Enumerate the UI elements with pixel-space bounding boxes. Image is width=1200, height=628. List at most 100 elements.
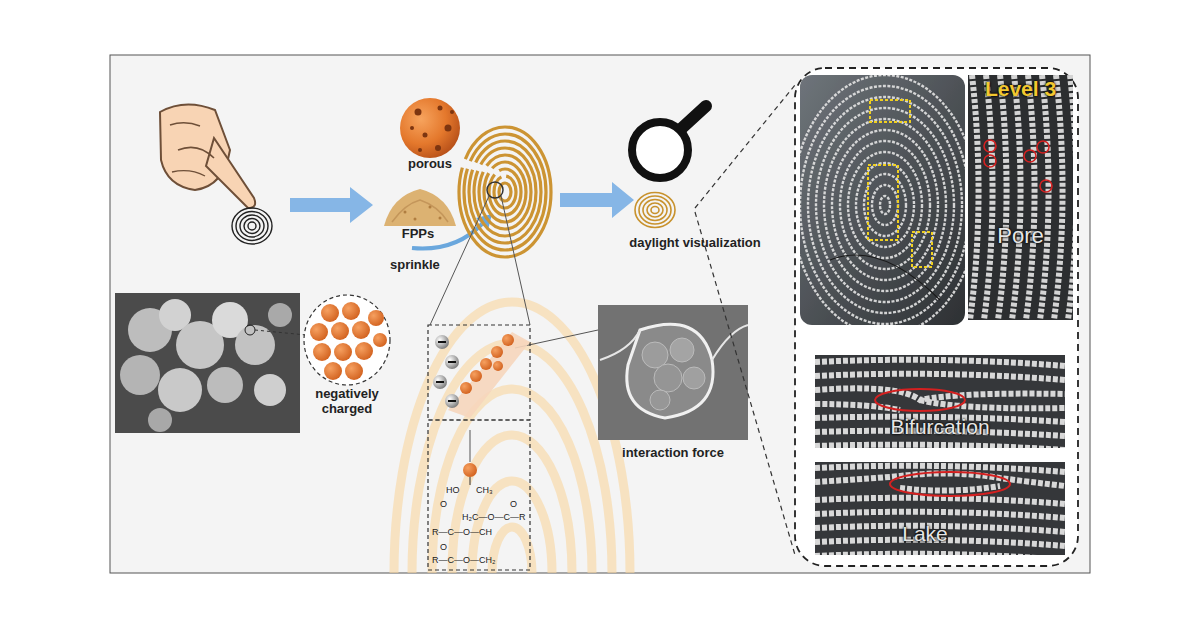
pore-photo — [1037, 141, 1049, 153]
pore-photo — [968, 75, 1073, 320]
fingerprint-photo — [792, 75, 978, 335]
particle-cluster — [310, 323, 328, 341]
sem-closeup — [683, 367, 705, 389]
developed-fingerprint — [459, 127, 551, 257]
pore-photo — [1040, 180, 1052, 192]
node-label: interaction force — [598, 446, 748, 461]
node-label: Bifurcation — [835, 415, 1045, 439]
powder-pile — [384, 189, 456, 226]
small-fingerprint — [244, 219, 260, 234]
skin-interface — [445, 355, 459, 369]
powder-node: FPPs — [380, 185, 456, 245]
porous-particle — [423, 133, 428, 138]
formula-text: H₂C—O—C—R — [462, 513, 526, 522]
skin-interface — [433, 375, 447, 389]
photo-panel: Level 3Pore — [968, 75, 1073, 320]
sem-closeup — [598, 305, 748, 440]
skin-interface — [436, 381, 444, 383]
background-arches — [492, 527, 532, 573]
sem-image — [148, 408, 172, 432]
formula-text: O — [440, 543, 447, 552]
bifurcation-photo — [875, 389, 965, 411]
particle-cluster — [373, 333, 387, 347]
photo-panel: Lake — [815, 462, 1065, 555]
particle-cluster — [334, 343, 352, 361]
bifurcation-photo — [815, 360, 1065, 366]
node-sublabel: Pore — [968, 223, 1073, 248]
fingerprint-photo — [808, 97, 962, 313]
background-arches — [394, 302, 630, 573]
small-fingerprint — [240, 215, 264, 237]
bifurcation-photo — [815, 374, 1065, 380]
lake-photo — [815, 473, 1065, 486]
formula-text: O — [440, 500, 447, 509]
skin-interface — [502, 334, 514, 346]
powder-pile — [404, 211, 407, 214]
pore-photo — [1054, 75, 1063, 320]
node-label: negatively charged — [298, 387, 396, 417]
visualized-fingerprint — [647, 203, 663, 217]
skin-interface — [438, 341, 446, 343]
zoom-circle — [487, 182, 503, 198]
visualized-fingerprint — [635, 193, 675, 228]
powder-pile — [384, 189, 456, 226]
lake-photo — [815, 466, 1065, 555]
small-fingerprint — [232, 208, 272, 244]
skin-interface — [493, 361, 503, 371]
developed-fingerprint — [474, 148, 536, 236]
developed-fingerprint — [489, 169, 521, 215]
pore-photo — [984, 75, 993, 320]
pore-photo — [998, 75, 1007, 320]
hand-illustration — [160, 104, 255, 208]
lake-photo — [815, 498, 1065, 504]
fingerprint-photo — [830, 255, 940, 300]
pore-photo — [1068, 75, 1073, 320]
pore-photo — [1040, 75, 1049, 320]
lake-photo — [815, 466, 1065, 472]
pore-photo — [1026, 75, 1035, 320]
particle-cluster — [321, 304, 339, 322]
lake-photo — [815, 512, 1065, 518]
small-fingerprint — [232, 208, 272, 244]
fingerprint-photo — [840, 141, 930, 269]
bifurcation-photo — [815, 355, 1065, 450]
porous-particle — [400, 98, 460, 158]
background-arches — [394, 302, 630, 573]
skin-interface — [435, 335, 449, 349]
sem-image — [268, 303, 292, 327]
formula-text: R—C—O—CH — [432, 528, 492, 537]
skin-interface — [460, 382, 472, 394]
pore-photo — [984, 140, 1052, 192]
node-label: porous — [390, 157, 470, 172]
fingerprint-photo — [872, 185, 898, 225]
porous-particle — [435, 145, 441, 151]
particle-cluster — [345, 362, 363, 380]
zoom-lines — [695, 85, 795, 208]
formula-text: HO — [446, 486, 460, 495]
fingerprint-photo — [864, 174, 906, 236]
bifurcation-photo — [815, 355, 1065, 448]
visualized-fingerprint — [643, 200, 667, 221]
visualized-fingerprint — [651, 207, 659, 214]
chemical-structure — [463, 463, 477, 477]
sem-closeup — [670, 338, 694, 362]
node-label: daylight visualization — [620, 236, 770, 251]
hand-illustration — [172, 171, 205, 176]
particle-cluster — [331, 322, 349, 340]
cluster-node: negatively charged — [298, 292, 396, 427]
sem-closeup — [650, 390, 670, 410]
porous-particle — [450, 110, 454, 114]
fingerprint-photo — [868, 165, 898, 240]
formula-text: CH₃ — [476, 486, 493, 495]
skin-interface — [445, 394, 459, 408]
zoom-box — [428, 325, 530, 420]
chemical-structure — [470, 430, 471, 462]
particle-node: porous — [390, 95, 470, 180]
sem-closeup — [598, 305, 748, 440]
fingerprint-photo — [816, 108, 954, 302]
process-arrow — [290, 187, 373, 223]
skin-interface — [448, 400, 456, 402]
fingerprint-photo — [912, 232, 932, 267]
particle-cluster — [352, 321, 370, 339]
